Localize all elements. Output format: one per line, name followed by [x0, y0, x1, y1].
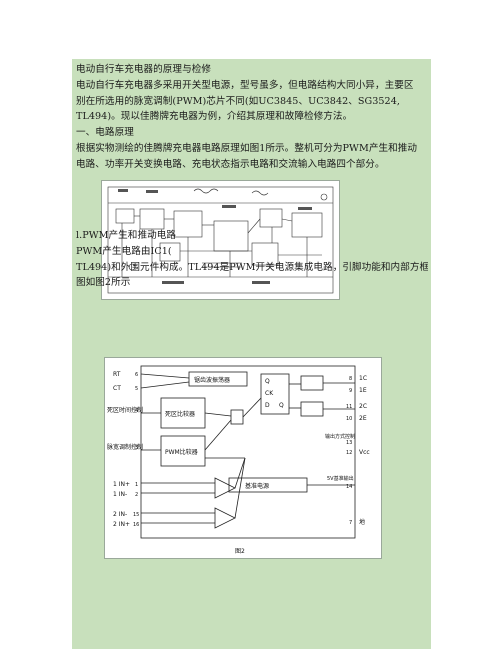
- fig2-pin-rt: RT: [113, 371, 121, 378]
- subsection-line-1: PWM产生电路由IC1(: [76, 245, 172, 257]
- fig2-pin-2c: 2C: [359, 403, 367, 410]
- section1-line-1: 根据实物测绘的佳腾牌充电器电路原理如图1所示。整机可分为PWM产生和推动: [76, 142, 418, 154]
- article-title: 电动自行车充电器的原理与检修: [76, 64, 212, 75]
- subsection-line-3: 图如图2所示: [76, 277, 131, 289]
- fig2-num-l4: 1: [135, 482, 138, 488]
- figure1-circuit-schematic: [101, 180, 340, 300]
- figure2-diagram-drawing: RT CT 死区时间控制 脉宽调制控制 1 IN+ 1 IN- 2 IN- 2 …: [107, 365, 370, 555]
- fig2-pin-5v-ref: 5V基准输出: [327, 475, 354, 482]
- fig2-pin-2in-minus: 2 IN-: [113, 511, 127, 518]
- fig2-num-r1: 9: [349, 388, 352, 394]
- fig2-num-l2: 4: [135, 408, 138, 414]
- fig2-pin-2e: 2E: [359, 415, 367, 422]
- fig2-num-r6: 14: [346, 484, 352, 490]
- fig2-ff-qbar: Q: [279, 402, 284, 409]
- fig2-pin-vcc: Vcc: [359, 449, 370, 456]
- fig2-block-reference: 基准电源: [245, 482, 269, 490]
- fig2-num-r2: 11: [346, 404, 352, 410]
- fig2-block-oscillator: 锯齿波振荡器: [194, 376, 230, 384]
- pwm-text-block: l.PWM产生和推动电路 PWM产生电路由IC1( TL494)和外围元件构成。…: [76, 228, 428, 291]
- fig2-num-r7: 7: [349, 520, 352, 526]
- fig2-caption: 图2: [235, 548, 245, 555]
- fig2-num-l3: 3: [135, 445, 138, 451]
- intro-line-1: 电动自行车充电器多采用开关型电源，型号虽多，但电路结构大同小异，主要区: [76, 79, 414, 91]
- fig2-pin-deadtime: 死区时间控制: [107, 406, 143, 414]
- fig2-num-r5: 12: [346, 450, 352, 456]
- fig2-num-l1: 5: [135, 386, 138, 392]
- intro-line-3: TL494)。现以佳腾牌充电器为例，介绍其原理和故障检修方法。: [76, 111, 353, 123]
- section1-line-2: 电路、功率开关变换电路、充电状态指示电路和交流输入电路四个部分。: [76, 158, 385, 170]
- intro-text-block: 电动自行车充电器的原理与检修 电动自行车充电器多采用开关型电源，型号虽多，但电路…: [76, 62, 428, 173]
- fig2-ff-ck: CK: [265, 390, 274, 397]
- intro-line-2: 别在所选用的脉宽调制(PWM)芯片不同(如UC3845、UC3842、SG352…: [76, 95, 400, 107]
- subsection-line-2: TL494)和外围元件构成。TL494是PWM开关电源集成电路，引脚功能和内部方…: [76, 261, 428, 273]
- fig2-num-r4: 13: [346, 440, 352, 446]
- fig2-num-l0: 6: [135, 372, 138, 378]
- fig2-ff-d: D: [265, 402, 270, 409]
- fig2-pin-ground: 地: [359, 518, 365, 526]
- fig2-block-deadtime-comparator: 死区比较器: [165, 410, 195, 418]
- fig2-num-l6: 15: [133, 512, 139, 518]
- figure2-tl494-block-diagram: RT CT 死区时间控制 脉宽调制控制 1 IN+ 1 IN- 2 IN- 2 …: [104, 357, 382, 559]
- fig2-num-r0: 8: [349, 376, 352, 382]
- fig2-num-r3: 10: [346, 416, 352, 422]
- fig2-pin-2in-plus: 2 IN+: [113, 521, 130, 528]
- fig2-pin-output-mode: 输出方式控制: [325, 433, 355, 440]
- section1-heading: 一、电路原理: [76, 127, 134, 139]
- fig2-ff-q: Q: [265, 378, 270, 385]
- fig2-pin-1in-minus: 1 IN-: [113, 491, 127, 498]
- subsection-heading: l.PWM产生和推动电路: [76, 230, 177, 241]
- fig2-pin-ct: CT: [113, 385, 121, 392]
- figure1-schematic-drawing: [107, 186, 334, 294]
- fig2-num-l7: 16: [133, 522, 139, 528]
- fig2-pin-pwm-control: 脉宽调制控制: [107, 443, 143, 451]
- fig2-pin-1e: 1E: [359, 387, 367, 394]
- fig2-pin-1c: 1C: [359, 375, 367, 382]
- fig2-pin-1in-plus: 1 IN+: [113, 481, 130, 488]
- fig2-num-l5: 2: [135, 492, 138, 498]
- fig2-block-pwm-comparator: PWM比较器: [165, 448, 198, 456]
